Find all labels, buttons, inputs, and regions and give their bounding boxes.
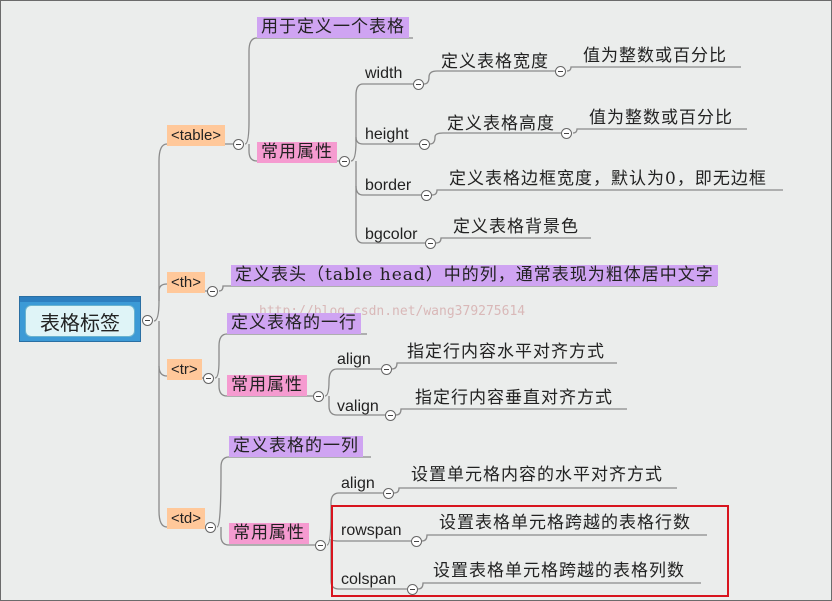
collapse-toggle-colspan[interactable] [407,584,418,595]
collapse-toggle-width-desc[interactable] [555,66,566,77]
collapse-toggle-table[interactable] [233,139,244,150]
highlight-box-rowspan-colspan [331,505,729,597]
collapse-toggle-rowspan[interactable] [411,536,422,547]
table-attr-height[interactable]: height [365,126,409,143]
table-attr-width[interactable]: width [365,65,403,82]
tr-align-description[interactable]: 指定行内容水平对齐方式 [407,342,605,362]
collapse-toggle-table-attrs[interactable] [339,156,350,167]
collapse-toggle-tr-attrs[interactable] [313,391,324,402]
tr-attr-align[interactable]: align [337,351,371,368]
table-attributes-label[interactable]: 常用属性 [257,142,337,163]
border-description[interactable]: 定义表格边框宽度，默认为0，即无边框 [449,169,767,189]
tag-tr[interactable]: <tr> [167,359,202,380]
collapse-toggle-tr-valign[interactable] [385,410,396,421]
bgcolor-description[interactable]: 定义表格背景色 [453,217,579,237]
root-label: 表格标签 [25,305,135,337]
width-note[interactable]: 值为整数或百分比 [583,46,727,66]
td-align-description[interactable]: 设置单元格内容的水平对齐方式 [411,465,663,485]
collapse-toggle-height-desc[interactable] [561,128,572,139]
collapse-toggle-width[interactable] [413,79,424,90]
table-attr-border[interactable]: border [365,177,412,194]
tag-td[interactable]: <td> [167,508,206,529]
tr-description[interactable]: 定义表格的一行 [227,313,361,334]
height-note[interactable]: 值为整数或百分比 [589,108,733,128]
collapse-toggle-td-align[interactable] [383,488,394,499]
height-description[interactable]: 定义表格高度 [447,114,555,134]
collapse-toggle-bgcolor[interactable] [425,238,436,249]
collapse-toggle-td-attrs[interactable] [315,540,326,551]
td-attributes-label[interactable]: 常用属性 [229,523,309,544]
td-description[interactable]: 定义表格的一列 [229,436,363,457]
table-attr-bgcolor[interactable]: bgcolor [365,226,418,243]
tag-table[interactable]: <table> [167,125,226,146]
collapse-toggle-tr[interactable] [203,373,214,384]
table-description[interactable]: 用于定义一个表格 [257,17,409,38]
rowspan-description[interactable]: 设置表格单元格跨越的表格行数 [439,513,691,533]
th-description[interactable]: 定义表头（table head）中的列，通常表现为粗体居中文字 [231,265,718,286]
collapse-toggle-height[interactable] [419,139,430,150]
collapse-toggle-border[interactable] [421,190,432,201]
root-node[interactable]: 表格标签 [19,296,141,342]
tag-th[interactable]: <th> [167,272,206,293]
root-title-bar [20,297,140,302]
collapse-toggle-tr-align[interactable] [381,364,392,375]
collapse-toggle-td[interactable] [205,522,216,533]
width-description[interactable]: 定义表格宽度 [441,52,549,72]
collapse-toggle-root[interactable] [142,315,153,326]
td-attr-align[interactable]: align [341,475,375,492]
td-attr-colspan[interactable]: colspan [341,571,397,588]
td-attr-rowspan[interactable]: rowspan [341,522,402,539]
tr-valign-description[interactable]: 指定行内容垂直对齐方式 [415,388,613,408]
tr-attr-valign[interactable]: valign [337,398,379,415]
colspan-description[interactable]: 设置表格单元格跨越的表格列数 [433,561,685,581]
tr-attributes-label[interactable]: 常用属性 [227,375,307,396]
collapse-toggle-th[interactable] [207,286,218,297]
